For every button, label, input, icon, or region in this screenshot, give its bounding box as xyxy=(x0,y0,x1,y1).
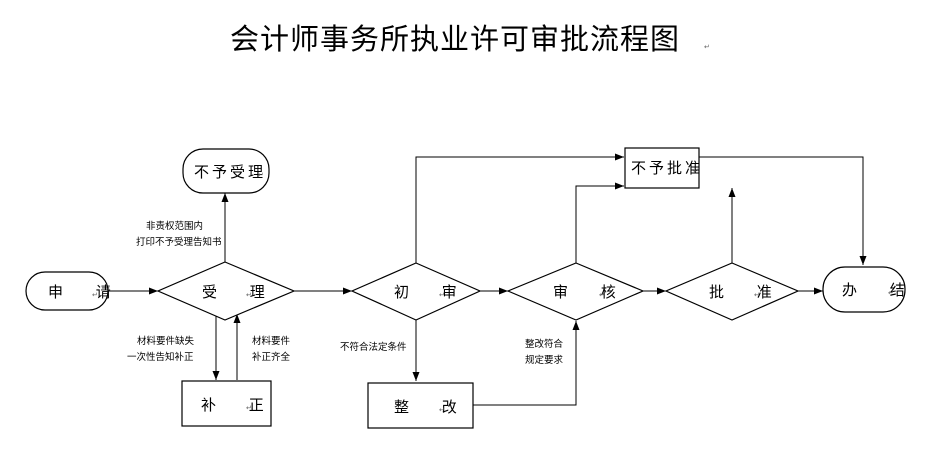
node-reject-accept-para-mark: ↵ xyxy=(258,171,264,179)
page-title: 会计师事务所执业许可审批流程图 xyxy=(230,22,680,56)
node-rectify: 整 改 ↵ xyxy=(367,382,474,429)
node-complete-label: 办 结 xyxy=(842,281,919,299)
node-initial-review: 初 审 ↵ xyxy=(350,262,482,321)
node-accept: 受 理 ↵ xyxy=(156,261,296,321)
node-approve-label: 批 准 xyxy=(709,283,786,301)
node-rectify-label: 整 改 xyxy=(394,398,471,416)
node-supplement-para-mark: ↵ xyxy=(246,404,252,412)
node-supplement-label: 补 正 xyxy=(201,396,278,414)
node-apply-label: 申 请 xyxy=(48,283,125,301)
edge-rectify-to-review xyxy=(473,321,580,406)
node-complete-para-mark: ↵ xyxy=(888,289,894,297)
node-approve-para-mark: ↵ xyxy=(754,291,760,299)
node-initial-review-label: 初 审 xyxy=(394,283,471,301)
node-reject-approve-label: 不予批准 xyxy=(631,159,703,177)
note-rectified-line2: 规定要求 xyxy=(525,354,564,366)
node-reject-accept: 不予受理 ↵ xyxy=(182,148,270,194)
node-accept-para-mark: ↵ xyxy=(246,291,252,299)
edge-review-to-reject-approve xyxy=(575,182,624,263)
node-reject-approve: 不予批准 ↵ xyxy=(624,147,703,189)
title-para-mark: ↵ xyxy=(704,43,710,51)
node-apply: 申 请 ↵ xyxy=(25,271,125,311)
note-out-of-scope-line2: 打印不予受理告知书 xyxy=(136,236,222,248)
edge-initial-to-reject-approve xyxy=(415,153,624,263)
node-initial-review-para-mark: ↵ xyxy=(439,291,445,299)
note-materials-complete-line1: 材料要件 xyxy=(252,335,291,347)
note-materials-missing-line2: 一次性告知补正 xyxy=(127,351,194,363)
node-review: 审 核 ↵ xyxy=(506,262,645,321)
node-accept-label: 受 理 xyxy=(202,283,279,301)
note-out-of-scope-line1: 非责权范围内 xyxy=(146,220,203,232)
note-rectified-line1: 整改符合 xyxy=(525,338,564,350)
note-materials-missing-line1: 材料要件缺失 xyxy=(137,335,195,347)
node-review-label: 审 核 xyxy=(553,283,630,301)
node-complete: 办 结 ↵ xyxy=(822,266,919,313)
node-reject-approve-para-mark: ↵ xyxy=(693,167,699,175)
node-apply-para-mark: ↵ xyxy=(92,291,98,299)
node-review-para-mark: ↵ xyxy=(599,291,605,299)
node-approve: 批 准 ↵ xyxy=(664,262,800,321)
note-materials-complete-line2: 补正齐全 xyxy=(252,351,291,363)
note-not-compliant: 不符合法定条件 xyxy=(340,341,407,353)
node-rectify-para-mark: ↵ xyxy=(439,406,445,414)
edge-reject-approve-to-complete xyxy=(699,156,867,265)
node-supplement: 补 正 ↵ xyxy=(181,380,278,427)
node-reject-accept-label: 不予受理 xyxy=(194,163,266,181)
